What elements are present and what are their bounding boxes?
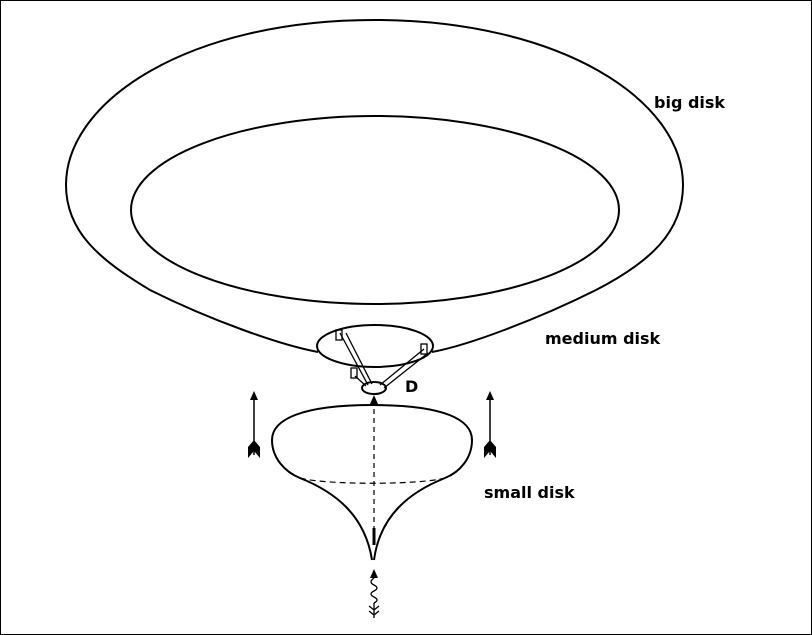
small-disk-outline	[270, 404, 474, 561]
hub-struts	[335, 329, 429, 389]
small-disk-rim-hidden	[299, 477, 446, 484]
big-disk-rim	[64, 19, 685, 291]
big-disk-label: big disk	[654, 93, 725, 112]
medium-disk-cone	[149, 289, 597, 353]
axis-arrowhead	[370, 395, 378, 404]
hub-disk	[316, 324, 434, 368]
fletched-arrow-icon	[484, 440, 496, 458]
fletched-arrow-icon	[248, 440, 260, 458]
small-disk-label: small disk	[484, 483, 575, 502]
medium-disk-label: medium disk	[545, 329, 661, 348]
point-d-label: D	[405, 377, 418, 396]
coil-spring-icon	[368, 569, 380, 618]
point-i-label: I	[369, 531, 374, 547]
hub-base	[361, 381, 387, 395]
medium-disk-rim	[130, 115, 620, 305]
